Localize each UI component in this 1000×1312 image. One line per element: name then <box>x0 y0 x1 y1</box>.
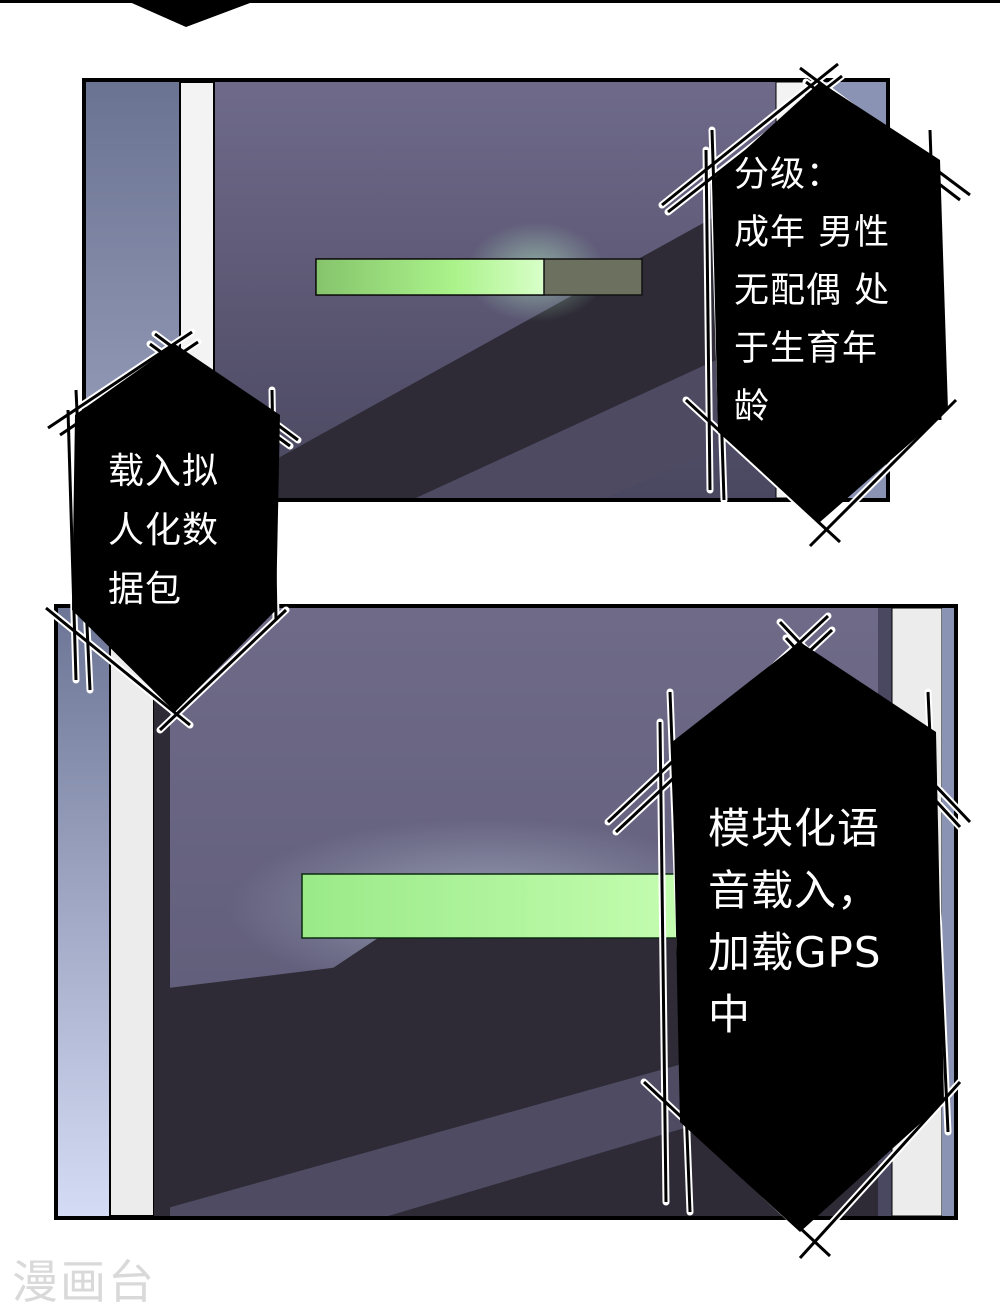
watermark-logo: 漫画台 <box>12 1255 156 1309</box>
caption-text: 模块化语 音载入， 加载GPS 中 <box>708 804 882 1039</box>
caption-box-voice-gps: 模块化语 音载入， 加载GPS 中 <box>600 612 1000 1262</box>
caption-text: 分级： 成年 男性 无配偶 处 于生育年 龄 <box>734 155 891 427</box>
caption-text: 载入拟 人化数 据包 <box>108 451 220 610</box>
spiky-hexagon-bubble-shape <box>658 60 974 550</box>
spiky-hexagon-bubble-shape <box>42 328 302 734</box>
spiky-hexagon-bubble-shape <box>604 612 974 1262</box>
previous-panel-arrow-tip <box>0 0 1000 27</box>
caption-box-classification: 分级： 成年 男性 无配偶 处 于生育年 龄 <box>658 60 980 550</box>
caption-box-persona-data: 载入拟 人化数 据包 <box>40 320 310 740</box>
